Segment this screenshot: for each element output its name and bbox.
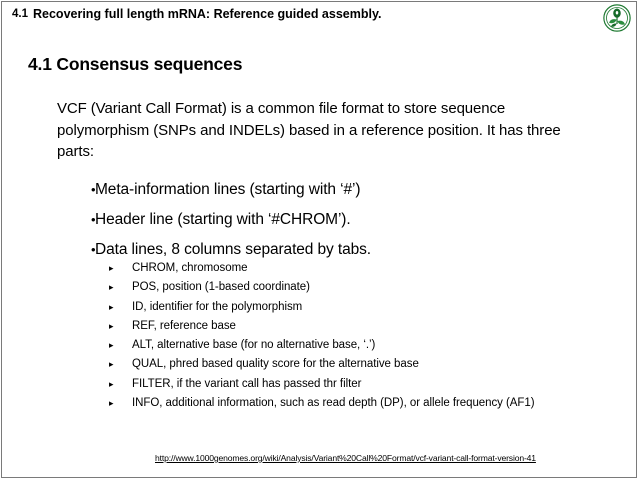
header-section-number: 4.1 [12,8,28,20]
list-item: ▸ POS, position (1-based coordinate) [100,278,600,297]
list-item: ▸ CHROM, chromosome [100,259,600,278]
triangle-arrow-icon: ▸ [109,263,114,273]
list-item-label: Data lines, 8 columns separated by tabs. [95,241,372,258]
list-item-label: Meta-information lines (starting with ‘#… [95,181,361,198]
list-item: ▸ REF, reference base [100,317,600,336]
source-url-link[interactable]: http://www.1000genomes.org/wiki/Analysis… [155,453,536,463]
intro-paragraph: VCF (Variant Call Format) is a common fi… [57,100,561,160]
list-item: ▸ FILTER, if the variant call has passed… [100,375,600,394]
list-item: ▸ QUAL, phred based quality score for th… [100,355,600,374]
triangle-arrow-icon: ▸ [109,320,114,331]
section-title: 4.1 Consensus sequences [28,54,243,74]
list-item-label: QUAL, phred based quality score for the … [132,358,419,371]
bullet-dot-icon: • [91,212,96,227]
list-item-label: POS, position (1-based coordinate) [132,281,310,294]
list-item-label: REF, reference base [132,319,236,332]
slide-header: 4.1 Recovering full length mRNA: Referen… [0,0,638,28]
triangle-arrow-icon: ▸ [109,359,114,370]
list-item: • Header line (starting with ‘#CHROM’). [57,205,597,235]
bullet-dot-icon: • [91,242,96,257]
list-item-label: Header line (starting with ‘#CHROM’). [95,211,351,228]
triangle-arrow-icon: ▸ [109,378,114,389]
list-item: ▸ INFO, additional information, such as … [100,394,600,413]
triangle-arrow-icon: ▸ [109,340,114,351]
list-item-label: INFO, additional information, such as re… [132,397,535,410]
list-item-label: FILTER, if the variant call has passed t… [132,377,362,390]
bullet-dot-icon: • [91,182,96,197]
vcf-column-sub-list: ▸ CHROM, chromosome ▸ POS, position (1-b… [100,259,600,413]
list-item: • Meta-information lines (starting with … [57,175,597,205]
list-item: • Data lines, 8 columns separated by tab… [57,235,597,265]
list-item: ▸ ALT, alternative base (for no alternat… [100,336,600,355]
header-title: Recovering full length mRNA: Reference g… [33,7,382,21]
triangle-arrow-icon: ▸ [109,282,114,293]
triangle-arrow-icon: ▸ [109,398,114,409]
list-item: ▸ ID, identifier for the polymorphism [100,298,600,317]
main-bullet-list: • Meta-information lines (starting with … [57,175,597,265]
list-item-label: CHROM, chromosome [132,262,248,274]
triangle-arrow-icon: ▸ [109,301,114,312]
plant-leaf-circle-logo-icon [602,3,632,33]
list-item-label: ID, identifier for the polymorphism [132,300,303,313]
list-item-label: ALT, alternative base (for no alternativ… [132,339,376,352]
